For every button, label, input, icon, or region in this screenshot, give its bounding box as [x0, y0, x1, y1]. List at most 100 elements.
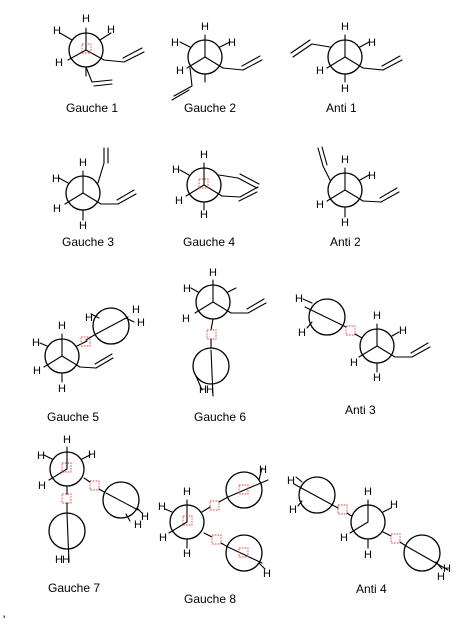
atom-label: H	[316, 199, 324, 211]
atom-label: H	[341, 83, 349, 95]
gauche-8-projection: H H H H H H Gauche 8	[158, 464, 271, 606]
bond-line	[195, 375, 203, 391]
atom-label: H	[52, 173, 60, 185]
atom-label: H	[134, 519, 142, 531]
gauche-1-projection: H H H H Gauche 1	[53, 13, 145, 115]
atom-label: H	[373, 310, 381, 322]
bond-line	[39, 342, 48, 347]
hidden-atom-marker	[238, 547, 249, 558]
bond-line	[95, 357, 114, 369]
atom-label: H	[37, 450, 45, 462]
bond-line	[258, 467, 263, 481]
atom-label: H	[137, 317, 145, 329]
hidden-atom-marker	[89, 480, 100, 491]
atom-label: H	[368, 170, 376, 182]
bond-line	[94, 353, 113, 365]
hidden-atom-marker	[61, 493, 72, 504]
bond-line	[81, 454, 91, 460]
bond-line	[194, 301, 214, 314]
bond-line	[246, 298, 265, 310]
bond-line	[227, 546, 263, 564]
hidden-atom-marker	[80, 336, 91, 347]
bond-line	[295, 476, 303, 483]
bond-line	[82, 192, 102, 205]
conformer-label-gauche-1: Gauche 1	[66, 101, 118, 115]
bond-line	[391, 331, 400, 337]
atom-label: H	[171, 37, 179, 49]
bond-line	[85, 49, 105, 61]
bond-line	[83, 477, 91, 483]
atom-label: H	[132, 304, 140, 316]
bond-line	[322, 165, 331, 181]
bond-line	[239, 186, 259, 198]
bond-line	[125, 513, 131, 522]
anti-2-projection: H H H H Anti 2	[316, 146, 400, 249]
bond-line	[321, 146, 328, 166]
gauche-5-projection: H H H H H H H Gauche 5	[32, 304, 145, 424]
bond-line	[97, 162, 105, 184]
atom-label: H	[79, 220, 87, 232]
atom-label: H	[182, 313, 190, 325]
conformer-label-anti-2: Anti 2	[330, 235, 361, 249]
bond-line	[237, 177, 258, 189]
atom-label: H	[298, 327, 306, 339]
atom-label: H	[199, 384, 207, 396]
bond-line	[85, 333, 97, 341]
bond-line	[344, 56, 364, 69]
bond-line	[204, 56, 224, 69]
gauche-7-projection: H H H H H H H H Gauche 7	[37, 434, 149, 595]
anti-3-projection: H H H H H H Anti 3	[295, 293, 431, 417]
bond-line	[239, 173, 260, 185]
atom-label: H	[364, 486, 372, 498]
bond-line	[306, 321, 313, 329]
bond-line	[186, 56, 206, 69]
atom-label: H	[183, 548, 191, 560]
atom-label: H	[368, 37, 376, 49]
bond-line	[362, 67, 384, 71]
atom-label: H	[201, 21, 209, 33]
atom-label: H	[289, 504, 297, 516]
atom-label: H	[38, 480, 46, 492]
bond-line	[379, 187, 398, 199]
bond-line	[43, 355, 63, 368]
bond-line	[311, 43, 331, 48]
bond-line	[64, 192, 84, 205]
bond-line	[203, 184, 223, 197]
atom-label: H	[341, 217, 349, 229]
atom-label: H	[209, 267, 217, 279]
bond-line	[382, 507, 392, 513]
newman-circle	[102, 481, 140, 519]
atom-label: H	[350, 357, 358, 369]
atom-label: H	[259, 464, 267, 476]
hidden-atom-marker	[206, 329, 217, 340]
atom-label: H	[53, 25, 61, 37]
bond-line	[326, 189, 346, 202]
conformer-label-gauche-4: Gauche 4	[183, 235, 235, 249]
bond-line	[354, 333, 363, 339]
bond-line	[67, 49, 87, 61]
bond-line	[219, 41, 231, 48]
bond-line	[201, 506, 211, 513]
bond-line	[258, 562, 266, 570]
bond-line	[164, 508, 173, 513]
atom-label: H	[340, 532, 348, 544]
bond-line	[292, 43, 313, 58]
bond-line	[218, 174, 239, 179]
bond-line	[122, 47, 143, 59]
newman-circle	[225, 534, 263, 572]
bond-line	[344, 189, 364, 202]
conformer-label-gauche-2: Gauche 2	[184, 101, 236, 115]
hidden-atom-marker	[81, 43, 92, 54]
bond-line	[105, 492, 139, 511]
bond-line	[123, 51, 145, 63]
bond-line	[221, 195, 241, 198]
hidden-atom-marker	[198, 178, 209, 189]
bond-line	[317, 147, 324, 167]
bond-line	[358, 345, 378, 358]
atom-label: H	[341, 21, 349, 33]
bond-line	[362, 200, 382, 203]
hidden-atom-marker	[182, 515, 193, 526]
bond-line	[58, 177, 69, 184]
newman-circle	[48, 512, 86, 550]
